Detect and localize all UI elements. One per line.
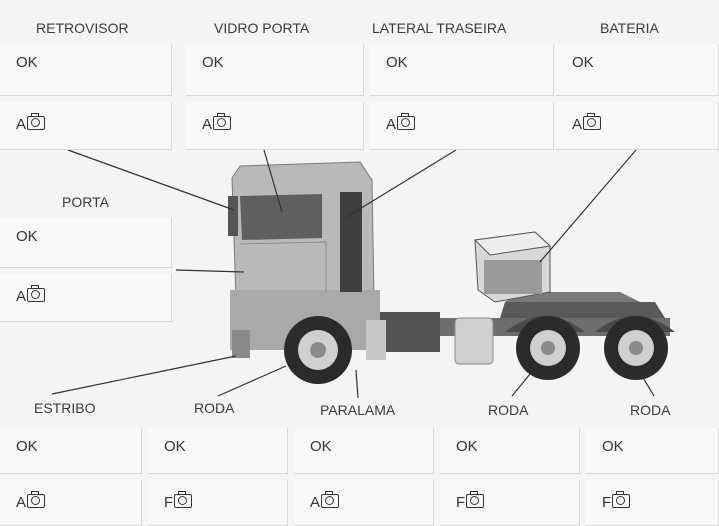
camera-icon bbox=[583, 113, 602, 130]
label-estribo: ESTRIBO bbox=[34, 400, 96, 416]
photo-code: F bbox=[602, 494, 612, 511]
camera-icon bbox=[174, 491, 193, 508]
lateral-traseira-status[interactable]: OK bbox=[370, 44, 554, 96]
photo-code: A bbox=[572, 116, 583, 133]
label-roda-3: RODA bbox=[630, 402, 671, 418]
roda-3-status[interactable]: OK bbox=[586, 428, 719, 474]
roda-3-photo-button[interactable]: F bbox=[586, 480, 719, 526]
photo-code: A bbox=[16, 116, 27, 133]
label-bateria: BATERIA bbox=[600, 20, 659, 36]
porta-status[interactable]: OK bbox=[0, 218, 172, 268]
paralama-status[interactable]: OK bbox=[294, 428, 434, 474]
label-lateral-traseira: LATERAL TRASEIRA bbox=[372, 20, 507, 36]
roda-1-photo-button[interactable]: F bbox=[148, 480, 288, 526]
bateria-photo-button[interactable]: A bbox=[556, 102, 719, 150]
vidro-porta-photo-button[interactable]: A bbox=[186, 102, 364, 150]
vidro-porta-status[interactable]: OK bbox=[186, 44, 364, 96]
photo-code: A bbox=[386, 116, 397, 133]
camera-icon bbox=[321, 491, 340, 508]
roda-2-photo-button[interactable]: F bbox=[440, 480, 580, 526]
roda-1-status[interactable]: OK bbox=[148, 428, 288, 474]
photo-code: F bbox=[164, 494, 174, 511]
label-retrovisor: RETROVISOR bbox=[36, 20, 129, 36]
porta-photo-button[interactable]: A bbox=[0, 274, 172, 322]
paralama-photo-button[interactable]: A bbox=[294, 480, 434, 526]
label-vidro-porta: VIDRO PORTA bbox=[214, 20, 310, 36]
camera-icon bbox=[612, 491, 631, 508]
photo-code: A bbox=[202, 116, 213, 133]
photo-code: A bbox=[16, 288, 27, 305]
camera-icon bbox=[213, 113, 232, 130]
camera-icon bbox=[27, 491, 46, 508]
camera-icon bbox=[27, 113, 46, 130]
retrovisor-photo-button[interactable]: A bbox=[0, 102, 172, 150]
battery-icon bbox=[473, 231, 552, 303]
estribo-photo-button[interactable]: A bbox=[0, 480, 142, 526]
lateral-traseira-photo-button[interactable]: A bbox=[370, 102, 554, 150]
label-roda-2: RODA bbox=[488, 402, 529, 418]
retrovisor-status[interactable]: OK bbox=[0, 44, 172, 96]
photo-code: A bbox=[16, 494, 27, 511]
camera-icon bbox=[397, 113, 416, 130]
label-paralama: PARALAMA bbox=[320, 402, 396, 418]
estribo-status[interactable]: OK bbox=[0, 428, 142, 474]
photo-code: F bbox=[456, 494, 466, 511]
label-porta: PORTA bbox=[62, 194, 109, 210]
camera-icon bbox=[27, 285, 46, 302]
camera-icon bbox=[466, 491, 485, 508]
label-roda-1: RODA bbox=[194, 400, 235, 416]
roda-2-status[interactable]: OK bbox=[440, 428, 580, 474]
photo-code: A bbox=[310, 494, 321, 511]
bateria-status[interactable]: OK bbox=[556, 44, 719, 96]
